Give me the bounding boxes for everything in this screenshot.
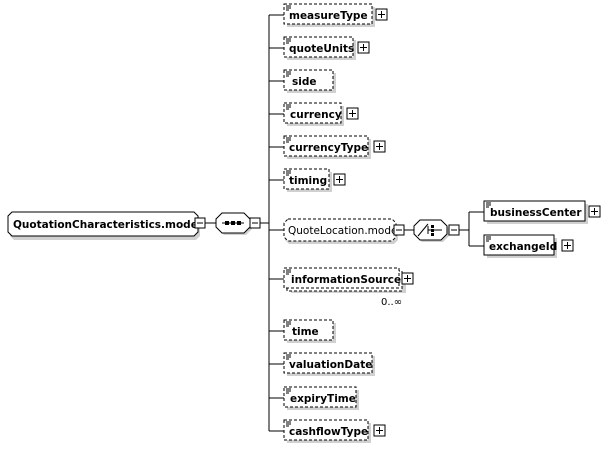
element-businessCenter[interactable]: businessCenter: [483, 200, 588, 224]
element-cashflowType[interactable]: cashflowType: [283, 419, 371, 443]
element-exchangeId[interactable]: exchangeId: [483, 234, 557, 258]
expand-icon[interactable]: [357, 41, 370, 54]
element-label: valuationDate: [289, 359, 372, 371]
doc-annotation-icon: [486, 236, 491, 242]
choice-collapse-icon[interactable]: [448, 224, 460, 236]
doc-annotation-icon: [286, 388, 291, 394]
expand-icon[interactable]: [346, 107, 359, 120]
sequence-compositor-icon[interactable]: [215, 212, 252, 235]
group-label: QuoteLocation.model: [288, 225, 400, 237]
element-label: expiryTime: [290, 393, 356, 405]
element-label: exchangeId: [489, 241, 557, 253]
expand-icon[interactable]: [375, 8, 388, 21]
doc-annotation-icon: [486, 202, 491, 208]
doc-annotation-icon: [286, 5, 291, 11]
doc-annotation-icon: [286, 421, 291, 427]
expand-icon[interactable]: [373, 140, 386, 153]
group-collapse-icon[interactable]: [393, 224, 405, 236]
element-currency[interactable]: currency: [283, 102, 344, 126]
occurrence-label: 0..∞: [381, 297, 402, 308]
element-label: currency: [290, 109, 342, 121]
group-QuoteLocation[interactable]: QuoteLocation.model: [283, 218, 400, 244]
element-label: cashflowType: [289, 426, 368, 438]
expand-icon[interactable]: [333, 173, 346, 186]
element-label: businessCenter: [490, 207, 582, 219]
element-label: quoteUnits: [289, 43, 354, 55]
doc-annotation-icon: [286, 269, 291, 275]
element-label: measureType: [289, 10, 368, 22]
choice-compositor-icon[interactable]: [413, 219, 449, 242]
element-measureType[interactable]: measureType: [283, 3, 375, 27]
expand-icon[interactable]: [373, 424, 386, 437]
expand-icon[interactable]: [588, 205, 601, 218]
element-label: timing: [289, 175, 327, 187]
doc-annotation-icon: [286, 38, 291, 44]
doc-annotation-icon: [286, 321, 291, 327]
expand-icon[interactable]: [401, 272, 414, 285]
element-valuationDate[interactable]: valuationDate: [283, 352, 375, 376]
doc-annotation-icon: [286, 354, 291, 360]
element-time[interactable]: time: [283, 319, 336, 343]
doc-annotation-icon: [286, 71, 291, 77]
root-group-label: QuotationCharacteristics.model: [13, 219, 201, 231]
element-label: side: [292, 76, 317, 88]
root-collapse-icon[interactable]: [194, 217, 206, 229]
element-currencyType[interactable]: currencyType: [283, 135, 371, 159]
element-expiryTime[interactable]: expiryTime: [283, 386, 359, 410]
element-label: currencyType: [289, 142, 368, 154]
doc-annotation-icon: [286, 104, 291, 110]
sequence-collapse-icon[interactable]: [249, 217, 261, 229]
element-label: time: [292, 326, 319, 338]
element-informationSource[interactable]: informationSource: [283, 267, 406, 293]
element-timing[interactable]: timing: [283, 168, 332, 192]
element-side[interactable]: side: [283, 69, 336, 93]
expand-icon[interactable]: [561, 239, 574, 252]
element-label: informationSource: [291, 274, 401, 286]
element-quoteUnits[interactable]: quoteUnits: [283, 36, 356, 60]
doc-annotation-icon: [286, 137, 291, 143]
root-group-node[interactable]: QuotationCharacteristics.model: [7, 211, 201, 240]
doc-annotation-icon: [286, 170, 291, 176]
